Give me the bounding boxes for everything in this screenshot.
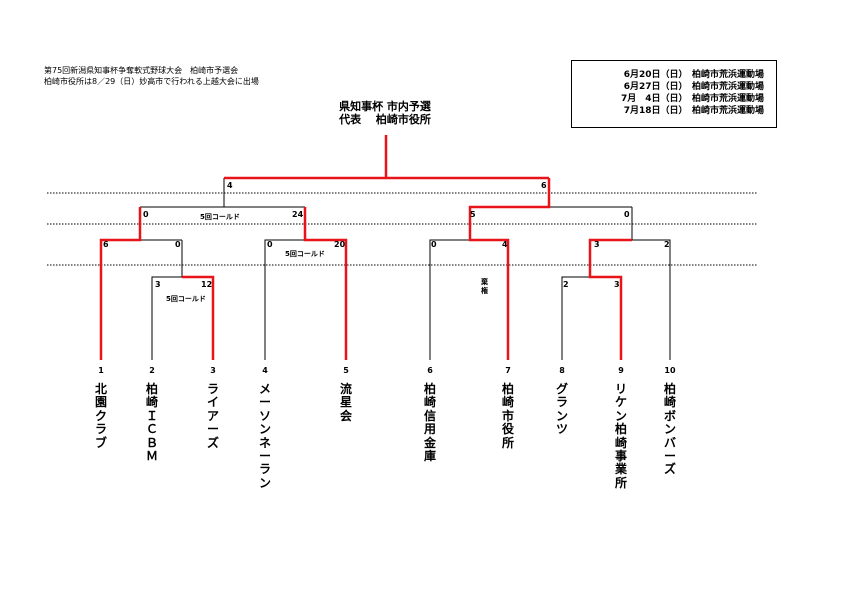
forfeit-note: 棄権 [481, 278, 488, 295]
team-number: 2 [149, 366, 155, 375]
score: 0 [143, 210, 149, 219]
team-number: 4 [262, 366, 268, 375]
tournament-title: 第75回新潟県知事杯争奪軟式野球大会 柏崎市予選会 [44, 66, 239, 75]
score: 3 [614, 280, 620, 289]
winner-line [182, 275, 215, 360]
schedule-box: 6月20日（日） 柏崎市荒浜運動場 6月27日（日） 柏崎市荒浜運動場 7月 4… [571, 60, 777, 128]
called-game-note: 5回コールド [285, 250, 325, 258]
team-name: ライアーズ [206, 382, 219, 450]
score: 0 [431, 240, 437, 249]
schedule-line: 6月27日（日） 柏崎市荒浜運動場 [623, 82, 764, 92]
score: 0 [624, 210, 630, 219]
tournament-note: 柏崎市役所は8／29（日）妙高市で行われる上越大会に出場 [44, 77, 259, 86]
schedule-line: 7月18日（日） 柏崎市荒浜運動場 [623, 106, 764, 116]
schedule-line: 7月 4日（日） 柏崎市荒浜運動場 [620, 94, 764, 104]
team-number: 7 [505, 366, 511, 375]
team-name: 柏崎ボンバーズ [663, 382, 676, 477]
team-number: 10 [664, 366, 676, 375]
score: 3 [155, 280, 161, 289]
team-name: 北園クラブ [94, 382, 107, 450]
score: 5 [470, 210, 476, 219]
schedule-line: 6月20日（日） 柏崎市荒浜運動場 [623, 70, 764, 80]
team-number: 8 [559, 366, 565, 375]
bracket-line [151, 276, 182, 360]
team-number: 9 [618, 366, 624, 375]
bracket-line [632, 239, 671, 360]
score: 0 [267, 240, 273, 249]
score: 3 [594, 240, 600, 249]
score: 0 [175, 240, 181, 249]
bracket-line [429, 239, 470, 360]
score: 24 [292, 210, 304, 219]
winner-line [468, 178, 551, 360]
team-name: 柏崎市役所 [501, 382, 514, 450]
score: 12 [201, 280, 213, 289]
team-number: 3 [210, 366, 216, 375]
score: 2 [563, 280, 569, 289]
winner-line [99, 207, 142, 360]
team-number: 5 [343, 366, 349, 375]
champion-line: 代表 柏崎市役所 [339, 113, 431, 126]
called-game-note: 5回コールド [166, 295, 206, 303]
called-game-note: 5回コールド [200, 213, 240, 221]
winner-line [303, 207, 348, 360]
score: 4 [227, 181, 233, 190]
team-name: 柏崎信用金庫 [423, 382, 436, 464]
team-name: リケン柏崎事業所 [614, 382, 627, 490]
bracket-line [264, 239, 305, 360]
score: 4 [502, 240, 508, 249]
team-number: 6 [427, 366, 433, 375]
team-name: メーソンネーラン [258, 382, 271, 490]
bracket-line [561, 276, 590, 360]
score: 20 [334, 240, 346, 249]
score: 6 [103, 240, 109, 249]
team-name: 柏崎ＩＣＢＭ [145, 382, 158, 464]
team-name: グランツ [555, 382, 568, 437]
champion-label: 県知事杯 市内予選 代表 柏崎市役所 [300, 100, 470, 126]
champion-line: 県知事杯 市内予選 [339, 100, 431, 113]
team-number: 1 [98, 366, 104, 375]
winner-line [588, 238, 632, 360]
score: 6 [541, 181, 547, 190]
team-name: 流星会 [339, 382, 352, 423]
score: 2 [664, 240, 670, 249]
